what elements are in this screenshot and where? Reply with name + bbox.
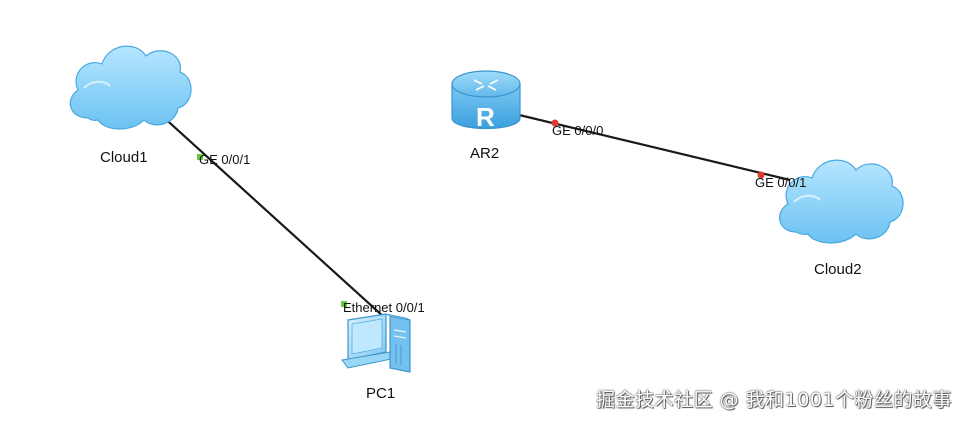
port-label-cloud2-ge: GE 0/0/1 bbox=[755, 175, 806, 190]
port-indicator-cloud2 bbox=[757, 171, 765, 179]
cloud2-node[interactable]: Cloud2 bbox=[779, 159, 904, 278]
port-label-cloud1-ge: GE 0/0/1 bbox=[199, 152, 250, 167]
pc-icon bbox=[341, 313, 411, 373]
cloud2-label: Cloud2 bbox=[814, 261, 862, 278]
pc1-node[interactable]: PC1 bbox=[341, 313, 411, 402]
cloud-icon bbox=[69, 45, 192, 130]
router-icon: R bbox=[451, 70, 521, 132]
port-indicator-pc1 bbox=[341, 301, 347, 307]
watermark-text: 掘金技术社区 @ 我和1001个粉丝的故事 bbox=[596, 389, 952, 411]
port-label-pc1-ethernet: Ethernet 0/0/1 bbox=[343, 300, 425, 315]
port-indicator-cloud1 bbox=[197, 154, 203, 160]
ar2-node[interactable]: R AR2 bbox=[451, 70, 521, 162]
port-label-ar2-ge: GE 0/0/0 bbox=[552, 123, 603, 138]
link-ar2-cloud2[interactable] bbox=[514, 112, 791, 182]
pc1-label: PC1 bbox=[366, 385, 395, 402]
port-indicator-ar2 bbox=[551, 119, 559, 127]
ar2-label: AR2 bbox=[470, 145, 499, 162]
link-cloud1-pc1[interactable] bbox=[159, 113, 386, 319]
svg-text:R: R bbox=[476, 102, 495, 132]
cloud1-label: Cloud1 bbox=[100, 149, 148, 166]
cloud1-node[interactable]: Cloud1 bbox=[69, 45, 192, 166]
cloud-icon bbox=[779, 159, 904, 244]
